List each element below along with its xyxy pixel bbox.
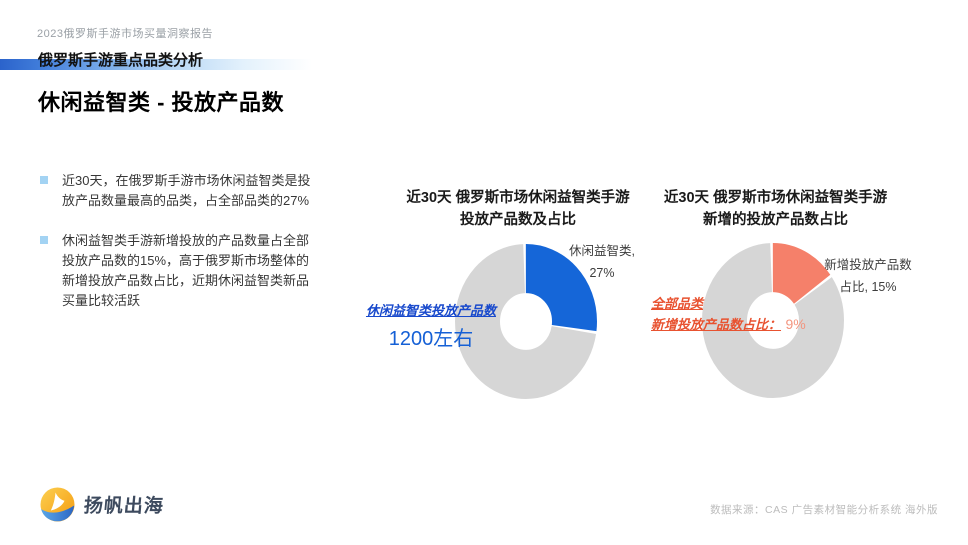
left-donut-label-line2: 27% [589, 266, 615, 280]
section-title: 俄罗斯手游重点品类分析 [38, 52, 204, 69]
right-donut-label-line2: 占比, 15% [839, 280, 897, 294]
data-source: 数据来源：CAS 广告素材智能分析系统 海外版 [710, 504, 938, 516]
left-donut-chart [455, 244, 597, 399]
left-donut-label-line1: 休闲益智类, [569, 244, 635, 258]
list-item: 近30天，在俄罗斯手游市场休闲益智类是投放产品数量最高的品类，占全部品类的27% [40, 171, 316, 211]
bullet-square-icon [40, 236, 48, 244]
right-donut-annotation: 全部品类 新增投放产品数占比： 9% [651, 294, 841, 335]
report-label: 2023俄罗斯手游市场买量洞察报告 [37, 28, 213, 40]
left-donut-data-label: 休闲益智类, 27% [550, 240, 654, 284]
right-chart-title: 近30天 俄罗斯市场休闲益智类手游 新增的投放产品数占比 [628, 188, 923, 231]
left-annotation-value: 1200左右 [388, 328, 474, 350]
footer-logo: 扬帆出海 [40, 487, 165, 522]
bullet-list: 近30天，在俄罗斯手游市场休闲益智类是投放产品数量最高的品类，占全部品类的27%… [40, 171, 316, 331]
right-annotation-value: 9% [785, 316, 806, 332]
sailboat-logo-icon [40, 487, 75, 522]
right-donut-label-line1: 新增投放产品数 [824, 258, 912, 272]
left-chart-title: 近30天 俄罗斯市场休闲益智类手游 投放产品数及占比 [368, 188, 668, 231]
section-highlight-bar [0, 59, 312, 70]
left-chart-title-line1: 近30天 俄罗斯市场休闲益智类手游 [406, 190, 630, 206]
left-annotation-title: 休闲益智类投放产品数 [365, 303, 496, 318]
page-title: 休闲益智类 - 投放产品数 [38, 90, 285, 115]
right-annotation-title: 全部品类 [651, 296, 704, 311]
bullet-text: 休闲益智类手游新增投放的产品数量占全部投放产品数的15%，高于俄罗斯市场整体的新… [62, 233, 310, 308]
right-donut-chart [702, 243, 844, 398]
logo-text: 扬帆出海 [82, 496, 165, 517]
left-chart-title-line2: 投放产品数及占比 [460, 211, 576, 228]
right-donut-data-label: 新增投放产品数 占比, 15% [812, 254, 924, 298]
bullet-square-icon [40, 176, 48, 184]
right-chart-title-line1: 近30天 俄罗斯市场休闲益智类手游 [663, 190, 888, 206]
right-chart-title-line2: 新增的投放产品数占比 [703, 211, 848, 228]
bullet-text: 近30天，在俄罗斯手游市场休闲益智类是投放产品数量最高的品类，占全部品类的27% [62, 173, 311, 208]
right-annotation-label: 新增投放产品数占比： [651, 317, 782, 332]
left-donut-annotation: 休闲益智类投放产品数 1200左右 [356, 300, 506, 351]
list-item: 休闲益智类手游新增投放的产品数量占全部投放产品数的15%，高于俄罗斯市场整体的新… [40, 231, 316, 311]
